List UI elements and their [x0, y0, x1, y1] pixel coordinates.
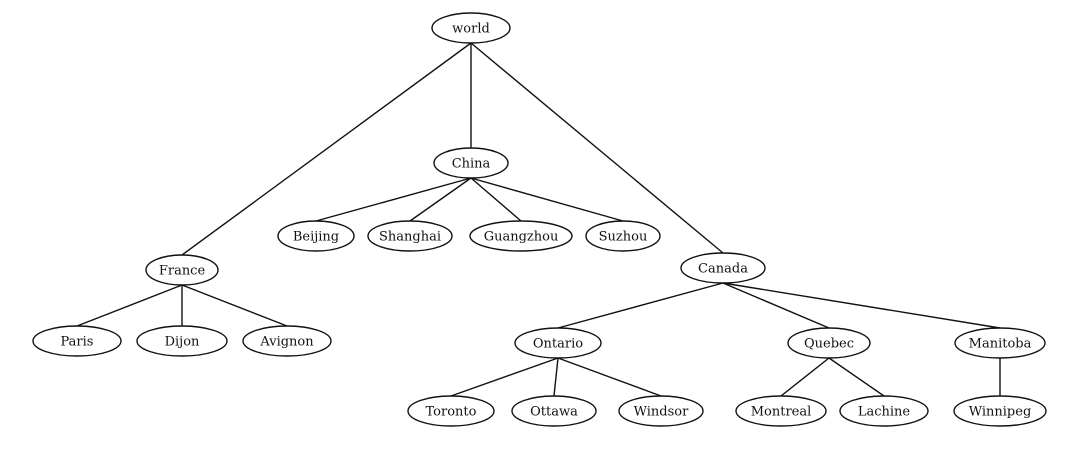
node-ellipse: [514, 327, 602, 359]
node-label: Quebec: [804, 337, 854, 352]
edge-ontario-windsor: [557, 357, 662, 397]
node-ellipse: [242, 325, 332, 357]
node-label: Manitoba: [969, 337, 1032, 352]
node-label: Lachine: [858, 405, 911, 420]
node-ellipse: [953, 395, 1047, 427]
node-label: Shanghai: [379, 230, 441, 245]
node-label: Windsor: [634, 405, 689, 420]
node-ellipse: [431, 12, 511, 44]
node-label: Montreal: [751, 405, 812, 420]
node-toronto: Toronto: [407, 395, 495, 427]
edge-china-guangzhou: [470, 177, 522, 222]
node-quebec: Quebec: [787, 327, 871, 359]
edge-quebec-lachine: [828, 357, 885, 397]
node-canada: Canada: [680, 252, 766, 284]
node-ellipse: [954, 327, 1046, 359]
node-ellipse: [585, 220, 661, 252]
node-windsor: Windsor: [618, 395, 704, 427]
node-ellipse: [680, 252, 766, 284]
node-paris: Paris: [32, 325, 122, 357]
node-manitoba: Manitoba: [954, 327, 1046, 359]
node-ellipse: [433, 147, 509, 179]
node-montreal: Montreal: [735, 395, 827, 427]
edge-canada-manitoba: [722, 282, 1001, 329]
node-beijing: Beijing: [277, 220, 355, 252]
edge-canada-quebec: [722, 282, 830, 329]
node-suzhou: Suzhou: [585, 220, 661, 252]
edge-france-avignon: [181, 284, 288, 327]
node-label: Guangzhou: [484, 230, 559, 245]
edge-world-france: [181, 42, 472, 256]
edge-china-beijing: [315, 177, 472, 222]
node-winnipeg: Winnipeg: [953, 395, 1047, 427]
edge-world-canada: [470, 42, 724, 254]
node-ellipse: [735, 395, 827, 427]
node-ellipse: [618, 395, 704, 427]
node-world: world: [431, 12, 511, 44]
node-label: Dijon: [165, 335, 200, 350]
edges: [76, 42, 1001, 397]
node-ellipse: [469, 220, 573, 252]
node-label: Paris: [61, 335, 94, 350]
edge-france-paris: [76, 284, 183, 327]
node-ellipse: [511, 395, 597, 427]
node-shanghai: Shanghai: [367, 220, 453, 252]
node-label: world: [452, 22, 490, 37]
node-label: Beijing: [293, 230, 339, 245]
node-avignon: Avignon: [242, 325, 332, 357]
node-ontario: Ontario: [514, 327, 602, 359]
node-ellipse: [136, 325, 228, 357]
edge-china-suzhou: [470, 177, 624, 222]
edge-china-shanghai: [409, 177, 472, 222]
edge-ontario-toronto: [450, 357, 559, 397]
node-label: Avignon: [259, 335, 314, 350]
node-ellipse: [367, 220, 453, 252]
node-france: France: [145, 254, 219, 286]
node-label: Suzhou: [599, 230, 648, 245]
node-lachine: Lachine: [839, 395, 929, 427]
node-guangzhou: Guangzhou: [469, 220, 573, 252]
node-ellipse: [839, 395, 929, 427]
edge-quebec-montreal: [780, 357, 830, 397]
node-label: China: [452, 157, 491, 172]
node-ottawa: Ottawa: [511, 395, 597, 427]
node-label: Winnipeg: [969, 405, 1032, 420]
node-ellipse: [32, 325, 122, 357]
node-dijon: Dijon: [136, 325, 228, 357]
node-ellipse: [277, 220, 355, 252]
node-label: Canada: [698, 262, 748, 277]
node-ellipse: [787, 327, 871, 359]
node-ellipse: [145, 254, 219, 286]
node-label: France: [159, 264, 206, 279]
node-label: Toronto: [426, 405, 477, 420]
node-ellipse: [407, 395, 495, 427]
node-label: Ontario: [533, 337, 583, 352]
node-label: Ottawa: [530, 405, 578, 420]
node-china: China: [433, 147, 509, 179]
edge-ontario-ottawa: [553, 357, 559, 397]
edge-canada-ontario: [557, 282, 724, 329]
